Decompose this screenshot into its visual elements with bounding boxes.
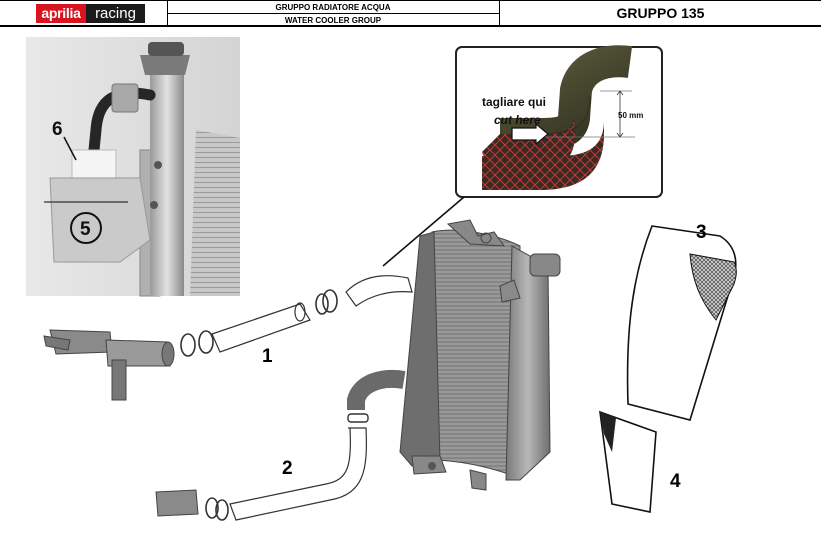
hose-fitting	[111, 83, 139, 113]
cut-detail-inset: 50 mm tagliare qui cut here	[455, 45, 663, 198]
hose-clamp	[180, 333, 196, 357]
dimension-label: 50 mm	[618, 111, 643, 120]
group-number: GRUPPO 135	[616, 5, 705, 21]
air-shroud-3	[626, 225, 737, 421]
group-title-italian: GRUPPO RADIATORE ACQUA	[275, 3, 391, 12]
hose-clamp	[347, 413, 369, 423]
hose-clamp	[198, 330, 214, 354]
hose-end	[294, 302, 306, 322]
outlet-elbow	[347, 370, 406, 410]
lower-panel-4	[599, 410, 657, 513]
header-divider	[499, 0, 500, 26]
hose-mesh-section	[482, 120, 604, 190]
filler-neck	[140, 55, 190, 75]
group-title-english: WATER COOLER GROUP	[284, 16, 382, 25]
title-divider	[168, 13, 499, 14]
brand-logo-secondary: racing	[86, 4, 145, 23]
dimension-arrows	[616, 90, 624, 138]
hose-assembly-1	[180, 275, 413, 357]
lower-panel-seal	[600, 412, 616, 452]
header-top-border	[0, 0, 821, 1]
shroud-mesh	[689, 253, 737, 321]
leader-line-6	[63, 136, 77, 161]
cut-arrow-icon	[511, 122, 549, 146]
hose-2	[229, 427, 367, 521]
header-bar: aprilia racing GRUPPO RADIATORE ACQUA WA…	[0, 0, 821, 27]
bottom-mount-bracket	[469, 469, 487, 491]
instruction-italian: tagliare qui	[482, 95, 546, 109]
pump-inlet	[43, 335, 71, 351]
bracket-bolt	[154, 161, 162, 169]
coupling-sleeve	[155, 489, 199, 517]
mount-hole	[480, 232, 492, 244]
top-mount-bracket	[446, 219, 506, 247]
instruction-english: cut here	[494, 113, 541, 127]
brand-logo-primary: aprilia	[36, 4, 86, 23]
expansion-tank-cap	[71, 149, 117, 181]
callout-2: 2	[282, 458, 293, 479]
outlet-opening	[161, 341, 175, 367]
short-hose	[345, 275, 413, 307]
water-pump-fitting	[43, 329, 175, 401]
pump-drain-tube	[111, 359, 127, 401]
detail-leader-line	[382, 196, 465, 267]
hose-clamp	[322, 289, 338, 313]
callout-1: 1	[262, 346, 273, 367]
bracket-bolt	[150, 201, 158, 209]
inlet-spigot	[499, 279, 521, 303]
callout-3: 3	[696, 222, 707, 243]
header-divider	[167, 0, 168, 26]
photo-inset: 6 5	[26, 37, 240, 297]
hose-clamp	[215, 499, 229, 521]
header-bottom-border	[0, 25, 821, 27]
photo-label-6: 6	[52, 119, 63, 140]
mount-bolt	[428, 462, 436, 470]
label-circle-5	[70, 212, 102, 244]
overflow-hose	[86, 87, 156, 176]
radiator-cap	[148, 42, 184, 56]
hose-clamp	[315, 293, 329, 315]
hose-clamp	[205, 497, 219, 519]
radiator-side-tank	[150, 60, 184, 296]
callout-4: 4	[670, 471, 681, 492]
radiator-left-tank	[399, 231, 441, 467]
expansion-tank-shield	[49, 177, 151, 263]
radiator-assembly	[347, 219, 561, 491]
radiator-fins-photo	[190, 130, 240, 296]
photo-label-5: 5	[80, 219, 91, 240]
filler-cap-radiator	[529, 253, 561, 277]
hose-edge	[539, 95, 591, 135]
lower-panel	[599, 410, 657, 513]
exploded-diagram: 6 5 50 mm tagliare qui cut here	[26, 37, 737, 521]
shroud-panel	[626, 225, 737, 421]
hose-1	[211, 303, 311, 353]
hose-assembly-2	[155, 413, 369, 521]
